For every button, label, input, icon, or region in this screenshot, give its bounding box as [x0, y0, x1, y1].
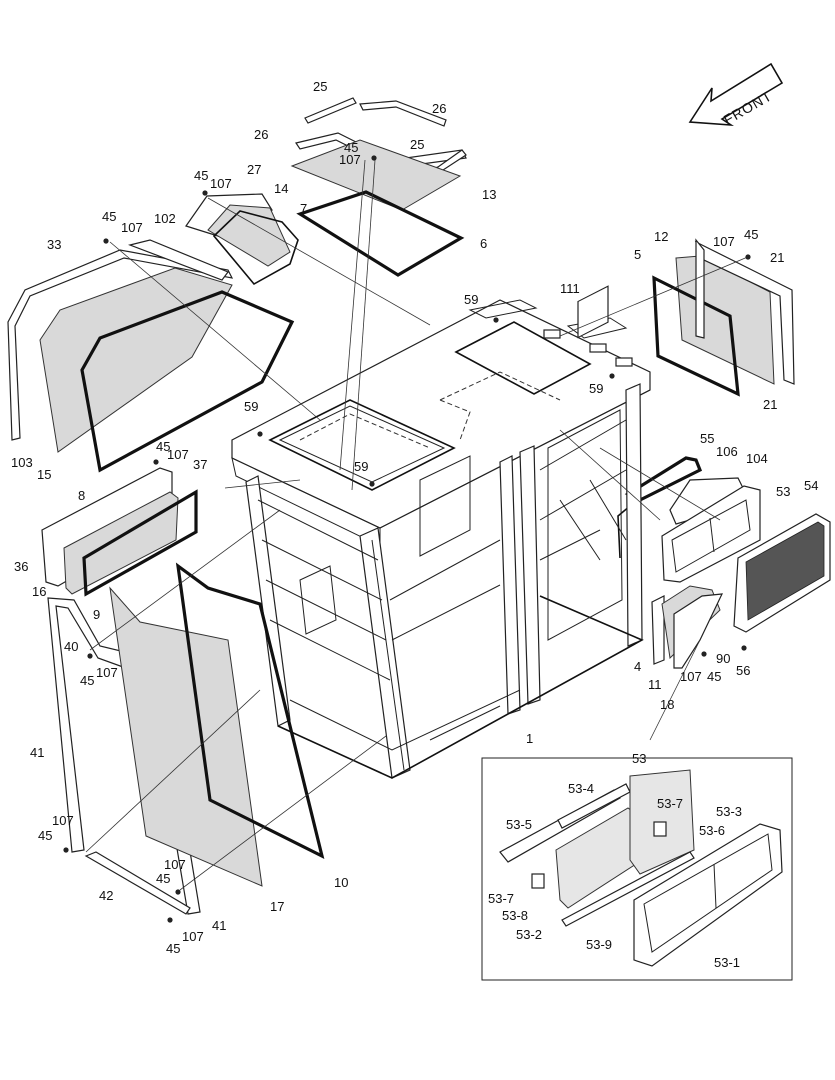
callout: 53-4 [568, 781, 594, 796]
callout: 16 [32, 584, 46, 599]
callout: 53-2 [516, 927, 542, 942]
fastener-markers [63, 155, 751, 923]
callout: 13 [482, 187, 496, 202]
callout: 53-7 [488, 891, 514, 906]
callout: 11 [648, 677, 662, 692]
callout: 45 [156, 871, 170, 886]
callout: 107 [713, 234, 735, 249]
callout: 37 [193, 457, 207, 472]
callout: 59 [589, 381, 603, 396]
right-side-window-set [652, 238, 795, 397]
callout: 45 [744, 227, 758, 242]
callout: 18 [660, 697, 674, 712]
callout: 40 [64, 639, 78, 654]
callout: 27 [247, 162, 261, 177]
callout: 7 [300, 201, 307, 216]
callout: 107 [339, 152, 361, 167]
callout: 45 [38, 828, 52, 843]
callout: 56 [736, 663, 750, 678]
callout: 45 [194, 168, 208, 183]
callout: 45 [344, 140, 358, 155]
callout: 102 [154, 211, 176, 226]
callout: 12 [654, 229, 668, 244]
callout: 103 [11, 455, 33, 470]
screen-mesh [745, 521, 825, 621]
callout: 107 [164, 857, 186, 872]
callout: 15 [37, 467, 51, 482]
callout: 59 [464, 292, 478, 307]
callout: 25 [313, 79, 327, 94]
left-lower-window-set [41, 467, 198, 597]
right-lower-window-set [651, 585, 724, 669]
callout: 1 [526, 731, 533, 746]
front-corner-window-upper [185, 193, 299, 286]
callout: 53-1 [714, 955, 740, 970]
callout: 107 [52, 813, 74, 828]
callout: 41 [30, 745, 44, 760]
detail-inset-53 [481, 757, 793, 981]
callout: 14 [274, 181, 288, 196]
callout: 6 [480, 236, 487, 251]
callout: 53-8 [502, 908, 528, 923]
callout: 10 [334, 875, 348, 890]
callout: 21 [763, 397, 777, 412]
callout: 42 [99, 888, 113, 903]
front-windshield-lower-set [47, 562, 325, 915]
callout: 21 [770, 250, 784, 265]
callout: 45 [156, 439, 170, 454]
callout: 17 [270, 899, 284, 914]
callout: 55 [700, 431, 714, 446]
callout: 9 [93, 607, 100, 622]
callout: 107 [182, 929, 204, 944]
callout: 8 [78, 488, 85, 503]
callout: 25 [410, 137, 424, 152]
callout: 104 [746, 451, 768, 466]
callout: 53-7 [657, 796, 683, 811]
callout: 41 [212, 918, 226, 933]
callout: 107 [680, 669, 702, 684]
callout: 90 [716, 651, 730, 666]
leader-lines [85, 159, 751, 891]
callout: 59 [244, 399, 258, 414]
callout: 111 [560, 281, 580, 296]
callout: 59 [354, 459, 368, 474]
callout: 4 [634, 659, 641, 674]
callout: 36 [14, 559, 28, 574]
right-sliding-window-assembly [617, 456, 831, 633]
callout: 107 [167, 447, 189, 462]
callout: 53 [776, 484, 790, 499]
roof-hatch-assembly [290, 97, 467, 277]
left-side-window-set [7, 239, 295, 473]
front-direction-arrow: FRONT [688, 62, 784, 128]
callout: 45 [80, 673, 94, 688]
cab-frame [231, 285, 651, 779]
callout: 54 [804, 478, 818, 493]
callout: 45 [102, 209, 116, 224]
callout: 53-5 [506, 817, 532, 832]
callout: 26 [254, 127, 268, 142]
callout: 33 [47, 237, 61, 252]
front-label: FRONT [721, 87, 775, 127]
callout: 45 [707, 669, 721, 684]
callout: 53 [632, 751, 646, 766]
callout: 106 [716, 444, 738, 459]
callout: 107 [96, 665, 118, 680]
callout: 53-3 [716, 804, 742, 819]
callout: 26 [432, 101, 446, 116]
callout: 53-6 [699, 823, 725, 838]
callout: 45 [166, 941, 180, 956]
callout: 107 [210, 176, 232, 191]
callout-labels: 25 26 26 25 45 107 13 27 45 107 14 7 6 4… [11, 79, 818, 970]
callout: 53-9 [586, 937, 612, 952]
callout: 5 [634, 247, 641, 262]
callout: 107 [121, 220, 143, 235]
